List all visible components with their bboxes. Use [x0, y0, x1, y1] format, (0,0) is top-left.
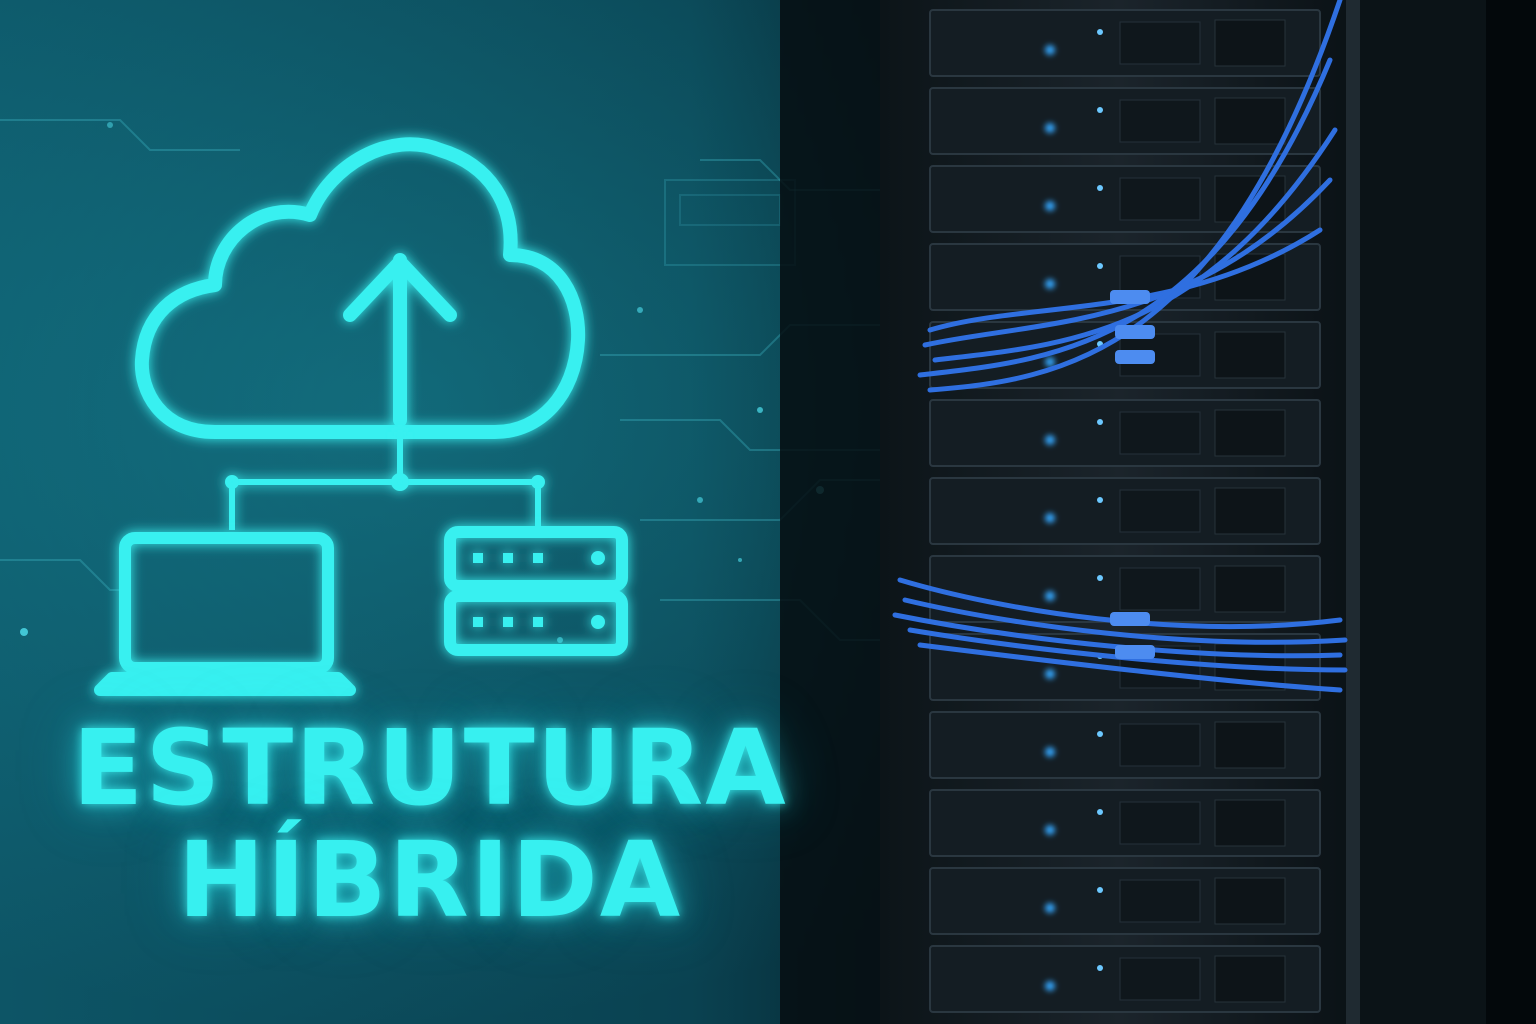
status-led — [1045, 435, 1055, 445]
status-led — [1045, 45, 1055, 55]
rack-unit — [929, 945, 1321, 1013]
status-led — [1097, 809, 1103, 815]
headline: ESTRUTURA HÍBRIDA — [0, 712, 860, 936]
status-led — [1045, 825, 1055, 835]
rack-unit — [929, 477, 1321, 545]
cloud-upload-icon — [134, 137, 586, 439]
status-led — [1045, 747, 1055, 757]
status-led — [1097, 107, 1103, 113]
rack-unit — [929, 711, 1321, 779]
status-led — [1045, 981, 1055, 991]
status-led — [1045, 201, 1055, 211]
status-led — [1097, 965, 1103, 971]
status-led — [1097, 887, 1103, 893]
status-led — [1045, 669, 1055, 679]
server-icon — [444, 526, 628, 656]
headline-line-1: ESTRUTURA — [72, 707, 788, 829]
rack-unit — [929, 87, 1321, 155]
status-led — [1097, 731, 1103, 737]
status-led — [1097, 263, 1103, 269]
server-rack — [780, 0, 1536, 1024]
network-cables — [892, 0, 1348, 693]
status-led — [1045, 513, 1055, 523]
rack-unit — [929, 789, 1321, 857]
laptop-icon — [94, 532, 356, 696]
status-led — [1097, 497, 1103, 503]
status-led — [1045, 357, 1055, 367]
rack-unit — [929, 9, 1321, 77]
status-led — [1097, 575, 1103, 581]
status-led — [1045, 279, 1055, 289]
status-led — [1097, 419, 1103, 425]
rack-unit — [929, 165, 1321, 233]
status-led — [1097, 185, 1103, 191]
status-led — [1045, 591, 1055, 601]
hybrid-connector-lines — [225, 432, 545, 530]
status-led — [1045, 903, 1055, 913]
rack-unit — [929, 867, 1321, 935]
cable-connectors — [1110, 290, 1155, 659]
rack-unit — [929, 399, 1321, 467]
headline-line-2: HÍBRIDA — [177, 819, 683, 941]
status-led — [1045, 123, 1055, 133]
status-led — [1097, 29, 1103, 35]
